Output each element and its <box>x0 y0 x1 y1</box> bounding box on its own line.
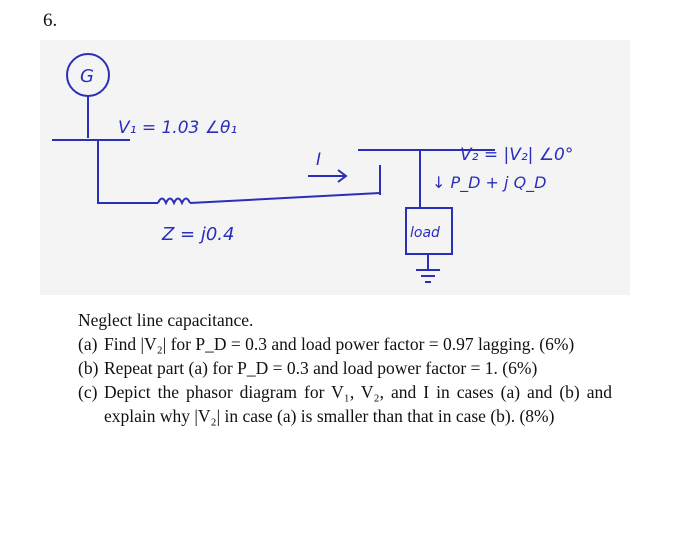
current-arrow-icon <box>337 169 348 183</box>
circuit-svg: G V₁ = 1.03 ∠θ₁ Z = j0.4 I V₂ = |V₂| ∠0°… <box>40 40 630 295</box>
part-b-text: Repeat part (a) for P_D = 0.3 and load p… <box>104 358 538 378</box>
power-label: ↓ P_D + j Q_D <box>432 173 546 193</box>
ground-icon <box>416 269 440 283</box>
v2-label: V₂ = |V₂| ∠0° <box>460 145 573 165</box>
question-number: 6. <box>43 10 58 31</box>
part-a-label: (a) <box>78 334 98 354</box>
part-c: (c) Depict the phasor diagram for V₁, V₂… <box>78 380 612 428</box>
generator-label: G <box>80 66 94 87</box>
current-label: I <box>316 150 321 170</box>
part-b-label: (b) <box>78 358 99 378</box>
part-a-text: Find |V₂| for P_D = 0.3 and load power f… <box>104 334 575 354</box>
circuit-diagram: G V₁ = 1.03 ∠θ₁ Z = j0.4 I V₂ = |V₂| ∠0°… <box>40 40 630 295</box>
part-b: (b) Repeat part (a) for P_D = 0.3 and lo… <box>78 356 612 380</box>
line-right-segment <box>189 192 381 204</box>
part-c-text: Depict the phasor diagram for V₁, V₂, an… <box>104 382 612 426</box>
problem-intro: Neglect line capacitance. <box>78 310 254 330</box>
diagram-background <box>40 40 630 295</box>
impedance-label: Z = j0.4 <box>161 224 234 245</box>
v1-label: V₁ = 1.03 ∠θ₁ <box>118 118 237 138</box>
inductor-icon <box>157 197 191 206</box>
part-a: (a) Find |V₂| for P_D = 0.3 and load pow… <box>78 332 612 356</box>
part-c-label: (c) <box>78 382 98 402</box>
problem-text: Neglect line capacitance. (a) Find |V₂| … <box>78 308 612 428</box>
line-left-segment <box>97 140 158 204</box>
load-label: load <box>410 225 440 241</box>
